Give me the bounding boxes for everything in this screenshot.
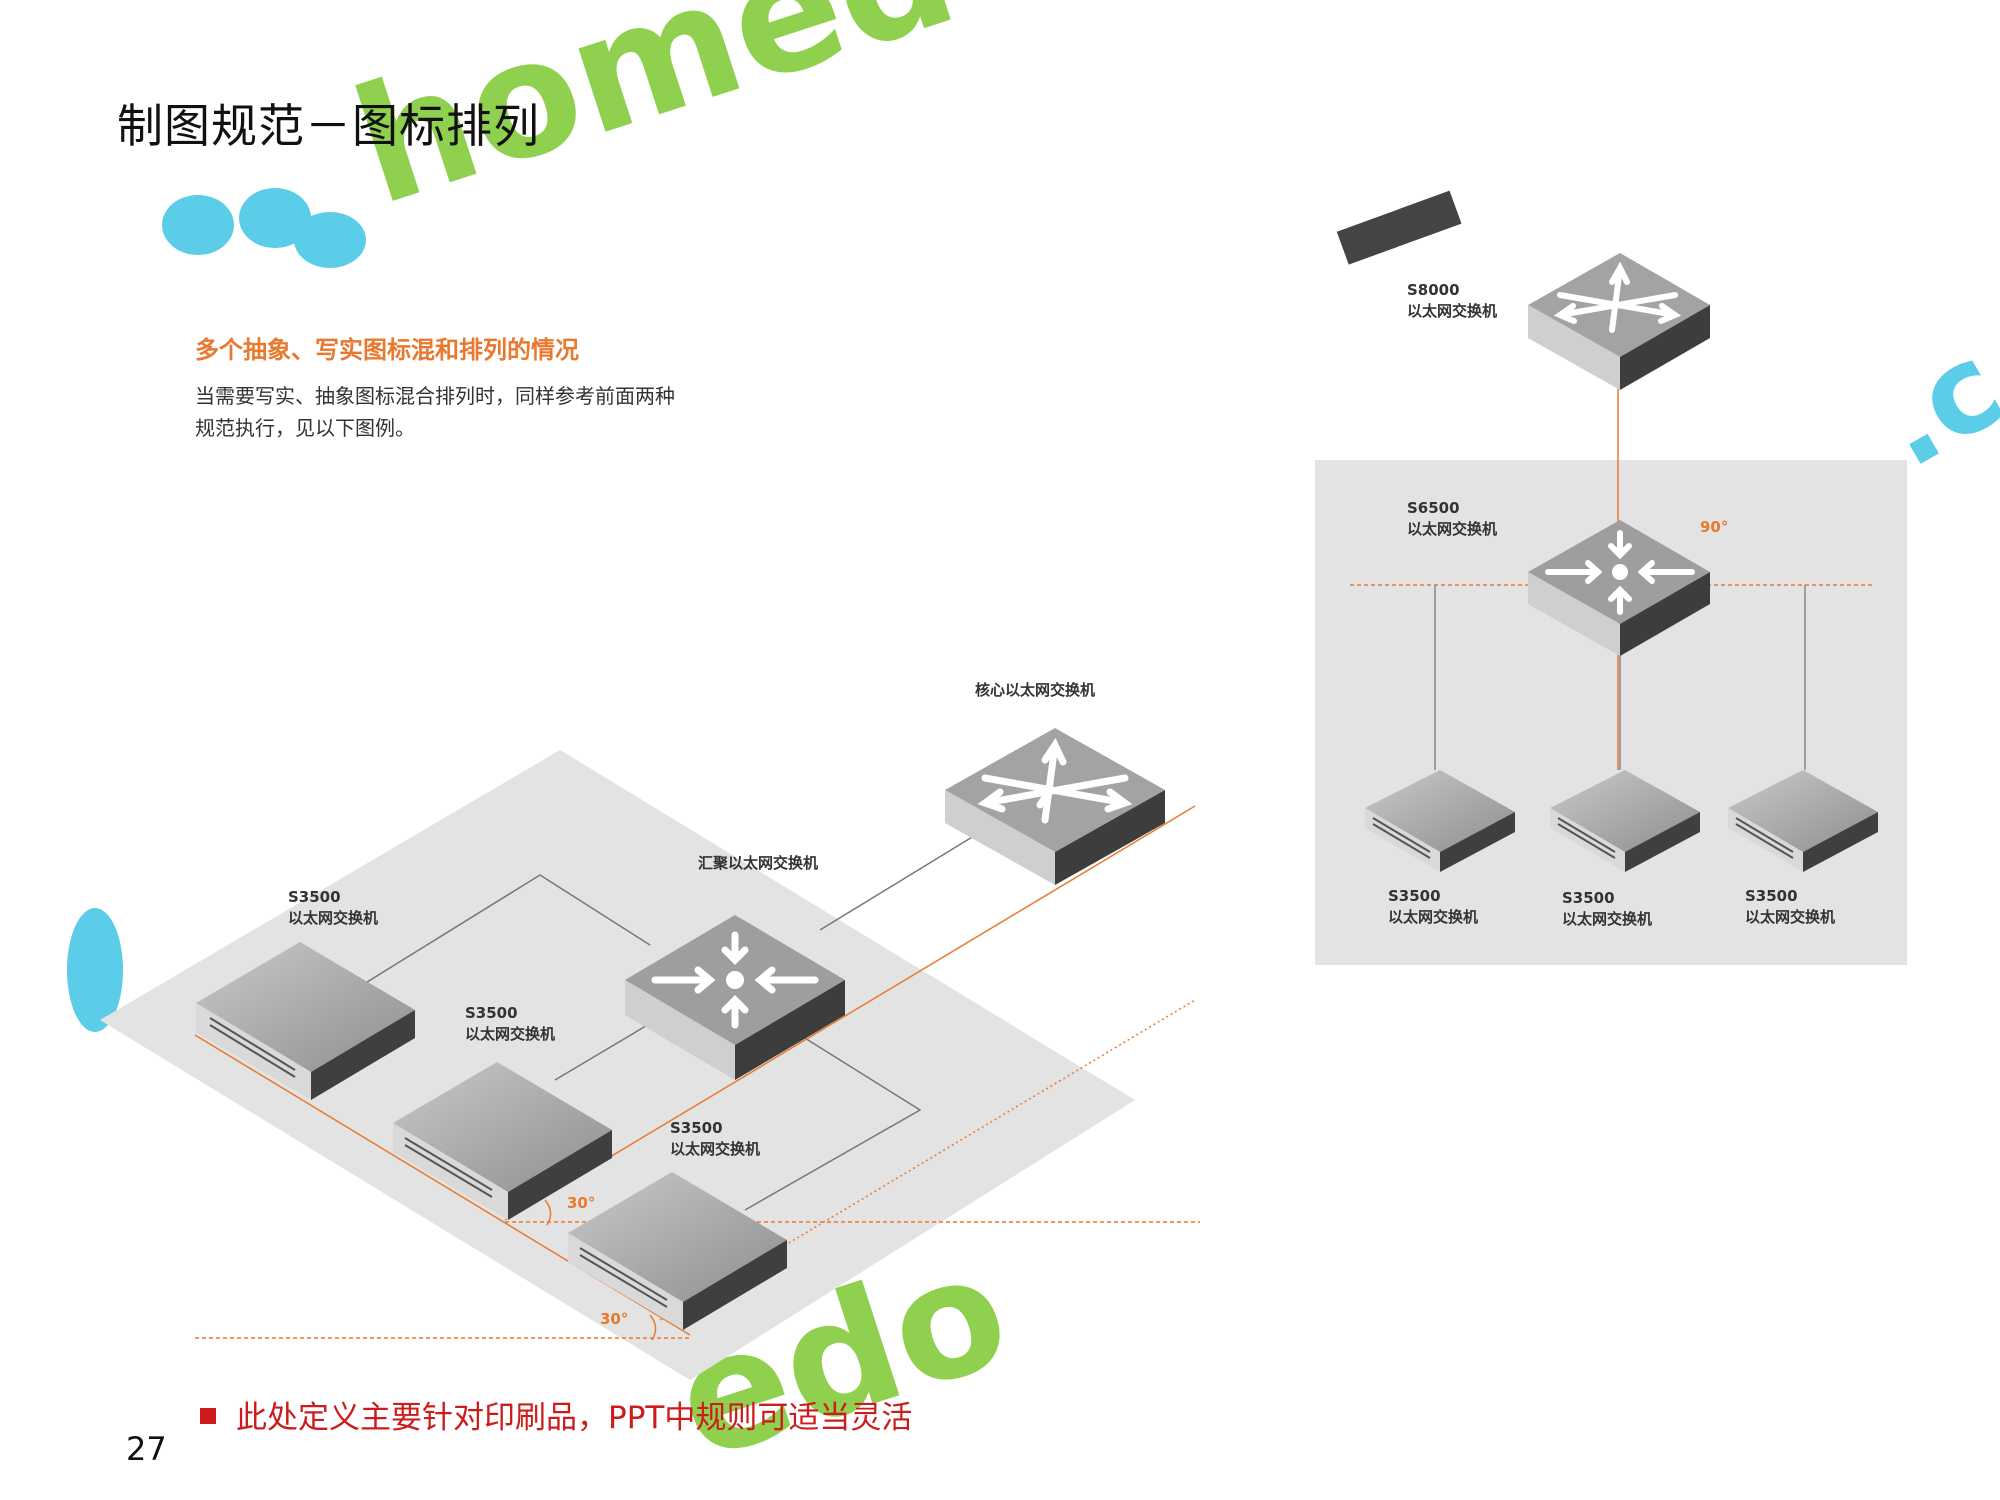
right-access-2-desc: 以太网交换机	[1562, 910, 1653, 928]
right-access-3-desc: 以太网交换机	[1745, 908, 1836, 926]
right-access-switch-3	[1728, 770, 1878, 872]
section-body: 当需要写实、抽象图标混合排列时，同样参考前面两种 规范执行，见以下图例。	[195, 380, 675, 444]
footnote-text: 此处定义主要针对印刷品，PPT中规则可适当灵活	[236, 1400, 913, 1436]
angle-label-30-upper: 30°	[567, 1194, 596, 1212]
cross-arrows-icon	[977, 737, 1133, 824]
right-top-switch-model: S8000	[1407, 281, 1460, 299]
right-mid-switch	[1528, 520, 1710, 656]
section-body-line-1: 当需要写实、抽象图标混合排列时，同样参考前面两种	[195, 384, 675, 408]
page-number: 27	[126, 1430, 167, 1468]
left-aggregation-switch	[625, 915, 845, 1080]
right-access-3-model: S3500	[1745, 887, 1798, 905]
right-top-switch	[1528, 253, 1710, 390]
left-diagram	[100, 728, 1200, 1380]
right-access-2-model: S3500	[1562, 889, 1615, 907]
left-access-2-label: S3500 以太网交换机	[465, 1003, 555, 1045]
core-switch-label: 核心以太网交换机	[975, 681, 1096, 699]
left-access-2-model: S3500	[465, 1004, 518, 1022]
right-access-1-desc: 以太网交换机	[1388, 908, 1479, 926]
left-access-3-desc: 以太网交换机	[670, 1140, 761, 1158]
right-top-switch-label: S8000 以太网交换机	[1407, 280, 1497, 322]
left-access-3-label: S3500 以太网交换机	[670, 1118, 760, 1160]
right-access-1-model: S3500	[1388, 887, 1441, 905]
watermark-flower-icon	[67, 188, 366, 1032]
section-body-line-2: 规范执行，见以下图例。	[195, 416, 415, 440]
right-mid-switch-desc: 以太网交换机	[1407, 520, 1498, 538]
right-diagram	[1315, 253, 1907, 965]
footnote: 此处定义主要针对印刷品，PPT中规则可适当灵活	[200, 1392, 912, 1437]
left-access-3-model: S3500	[670, 1119, 723, 1137]
right-mid-switch-label: S6500 以太网交换机	[1407, 498, 1497, 540]
left-access-switch-3	[568, 1172, 787, 1330]
page-title: 制图规范－图标排列	[117, 99, 540, 153]
section-heading: 多个抽象、写实图标混和排列的情况	[195, 336, 579, 364]
converge-arrows-icon	[651, 931, 819, 1029]
right-access-switch-1	[1365, 770, 1515, 872]
left-access-2-desc: 以太网交换机	[465, 1025, 556, 1043]
right-access-3-label: S3500 以太网交换机	[1745, 886, 1835, 928]
right-mid-switch-model: S6500	[1407, 499, 1460, 517]
agg-switch-label: 汇聚以太网交换机	[698, 854, 819, 872]
cross-arrows-icon	[1553, 261, 1682, 333]
right-top-switch-desc: 以太网交换机	[1407, 302, 1498, 320]
converge-arrows-icon	[1545, 530, 1695, 615]
right-access-2-label: S3500 以太网交换机	[1562, 888, 1652, 930]
left-access-1-label: S3500 以太网交换机	[288, 887, 378, 929]
right-access-1-label: S3500 以太网交换机	[1388, 886, 1478, 928]
left-core-switch	[945, 728, 1165, 885]
angle-label-90: 90°	[1700, 518, 1729, 536]
left-access-1-model: S3500	[288, 888, 341, 906]
left-access-switch-2	[393, 1062, 612, 1220]
right-access-switch-2	[1550, 770, 1700, 872]
angle-label-30-lower: 30°	[600, 1310, 629, 1328]
bullet-square-icon	[200, 1408, 216, 1424]
left-access-switch-1	[196, 942, 415, 1100]
left-access-1-desc: 以太网交换机	[288, 909, 379, 927]
